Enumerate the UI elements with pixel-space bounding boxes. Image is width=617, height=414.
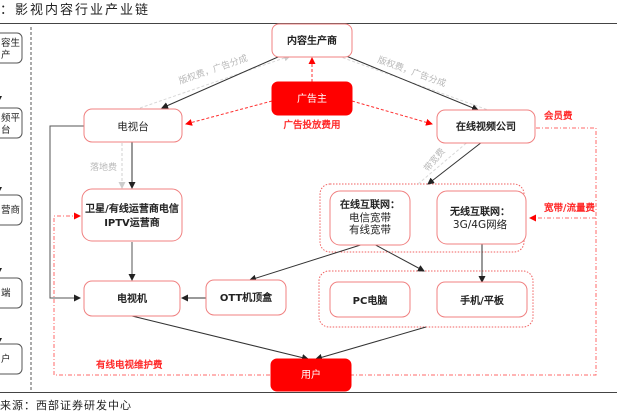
node-label: 3G/4G网络 xyxy=(453,218,508,231)
node-label: PC电脑 xyxy=(353,294,388,307)
node-label: 电视台 xyxy=(117,120,149,133)
sidebar-item-label: 频平 xyxy=(1,112,21,124)
sidebar-arrow-icon xyxy=(0,187,2,191)
bandwidth-fee-line xyxy=(417,139,471,185)
sidebar-item-label: 户 xyxy=(1,353,11,365)
tvset-to-user-line xyxy=(131,315,309,361)
ad-to-online-video-line xyxy=(351,100,433,126)
sidebar-item-label: 端 xyxy=(1,287,11,299)
membership-fee-line xyxy=(350,124,597,376)
landing-fee-label: 落地费 xyxy=(90,161,117,173)
sidebar-item-label: 容生 xyxy=(1,37,21,49)
sidebar-item-label: 台 xyxy=(1,124,11,136)
node-ott-box[interactable]: OTT机顶盒 xyxy=(205,279,287,316)
node-operators[interactable]: 卫星/有线运营商电信 IPTV运营商 xyxy=(81,188,183,242)
sidebar: 容生 产 频平 台 营商 端 户 xyxy=(0,32,23,375)
sidebar-item xyxy=(0,107,23,139)
sidebar-arrow-icon xyxy=(0,338,2,342)
sidebar-item xyxy=(0,343,23,375)
node-label: OTT机顶盒 xyxy=(220,291,273,304)
node-user[interactable]: 用户 xyxy=(270,358,352,392)
online-to-internet-line xyxy=(427,141,483,185)
copyright-left-label: 版权费，广告分成 xyxy=(177,52,249,87)
node-wired-internet[interactable]: 在线互联网： 电信宽带 有线宽带 xyxy=(329,190,411,246)
node-tv-station[interactable]: 电视台 xyxy=(83,108,183,143)
node-label: 电视机 xyxy=(117,292,147,305)
node-label: IPTV运营商 xyxy=(104,216,160,229)
node-wireless-internet[interactable]: 无线互联网： 3G/4G网络 xyxy=(436,190,527,245)
node-content-producer[interactable]: 内容生产商 xyxy=(271,23,353,58)
node-mobile-tablet[interactable]: 手机/平板 xyxy=(436,281,528,318)
node-label: 广告主 xyxy=(297,92,327,105)
sidebar-item xyxy=(0,32,23,64)
copyright-left-line xyxy=(139,54,291,109)
node-label: 有线宽带 xyxy=(349,223,391,236)
node-label: 在线互联网： xyxy=(340,198,400,211)
figure-title: ：影视内容行业产业链 xyxy=(0,3,151,18)
node-label: 在线视频公司 xyxy=(456,120,516,133)
sidebar-arrow-icon xyxy=(0,96,2,100)
ad-fee-label: 广告投放费用 xyxy=(283,119,340,131)
copyright-right-label: 版权费，广告分成 xyxy=(376,54,448,90)
node-pc[interactable]: PC电脑 xyxy=(329,281,411,318)
wired-to-ott-line xyxy=(249,241,371,282)
node-label: 内容生产商 xyxy=(287,34,337,47)
internet-group xyxy=(319,183,525,253)
sidebar-item xyxy=(0,194,23,226)
broadband-traffic-fee-label: 宽带/流量费 xyxy=(543,202,595,214)
node-label: 用户 xyxy=(301,368,321,381)
bottom-rule xyxy=(0,392,617,393)
devices-to-user-line xyxy=(315,326,427,361)
node-label: 电信宽带 xyxy=(349,211,391,224)
cable-maintenance-fee-line xyxy=(53,212,270,376)
sidebar-item xyxy=(0,277,23,309)
wired-to-devices-line xyxy=(369,241,425,272)
node-label: 手机/平板 xyxy=(460,294,505,307)
node-tv-set[interactable]: 电视机 xyxy=(83,280,181,317)
membership-fee-label: 会员费 xyxy=(544,110,573,122)
node-label: 卫星/有线运营商电信 xyxy=(85,202,179,215)
cable-maintenance-fee-label: 有线电视维护费 xyxy=(96,359,163,371)
ad-to-tv-station-line xyxy=(185,100,273,126)
sidebar-item-label: 产 xyxy=(1,49,11,61)
tv-to-tvset-line xyxy=(49,125,85,302)
node-online-video[interactable]: 在线视频公司 xyxy=(436,109,536,144)
copyright-right-line xyxy=(337,55,489,111)
node-advertiser[interactable]: 广告主 xyxy=(271,81,353,116)
figure-source: 来源：西部证券研发中心 xyxy=(0,399,132,412)
sidebar-arrow-icon xyxy=(0,268,2,272)
sidebar-item-label: 营商 xyxy=(1,204,20,216)
node-label: 无线互联网： xyxy=(449,205,510,218)
